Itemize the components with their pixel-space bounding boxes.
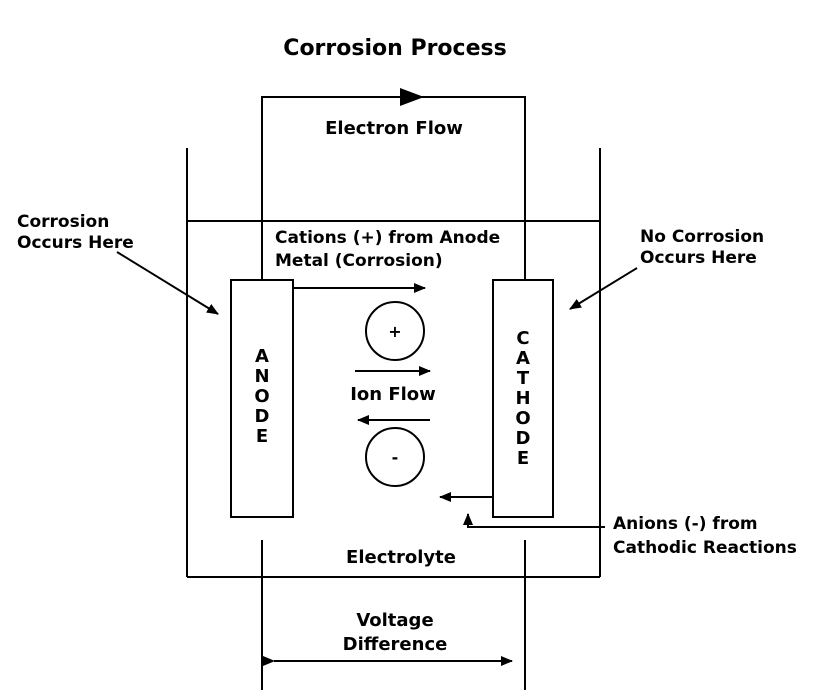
cathode-letter: O [515,408,530,429]
electron-flow-label: Electron Flow [325,118,463,139]
negative-ion [365,427,425,487]
corrosion-pointer-arrow [116,251,219,315]
voltage-label: Difference [343,634,448,655]
anode-letter: D [255,406,270,427]
anode-letter: O [254,386,269,407]
cathode-letter: C [516,328,529,349]
cathode-letter: H [515,388,530,409]
anode-letter: E [256,426,268,447]
cathode-label: C A T H O D E [515,328,530,469]
cathode-letter: A [516,348,530,369]
ion-flow-label: Ion Flow [350,384,436,405]
voltage-label: Voltage [356,610,433,631]
anions-label: Cathodic Reactions [613,538,797,558]
cations-label: Cations (+) from Anode [275,228,500,248]
positive-ion-sign: + [388,322,401,341]
corrosion-occurs-label: Occurs Here [17,233,134,253]
anion-pointer-arrow [463,513,605,528]
negative-ion-sign: - [392,448,399,467]
anions-label: Anions (-) from [613,514,758,534]
electron-flow-arrowhead [400,88,424,106]
no-corrosion-label: Occurs Here [640,248,757,268]
no-corrosion-label: No Corrosion [640,227,764,247]
positive-ion [365,301,425,361]
corrosion-occurs-label: Corrosion [17,212,109,232]
diagram-title: Corrosion Process [283,36,506,61]
cathode-letter: T [517,368,530,389]
cathode-letter: E [517,448,529,469]
anode-letter: A [255,346,269,367]
electrolyte-label: Electrolyte [346,547,456,568]
cations-label: Metal (Corrosion) [275,251,443,271]
cathode-letter: D [516,428,531,449]
cathode-electrode [492,279,554,518]
anode-label: A N O D E [254,346,269,447]
no-corrosion-pointer-arrow [569,267,638,310]
anode-electrode [230,279,294,518]
anode-letter: N [254,366,269,387]
electron-wire [261,96,526,280]
